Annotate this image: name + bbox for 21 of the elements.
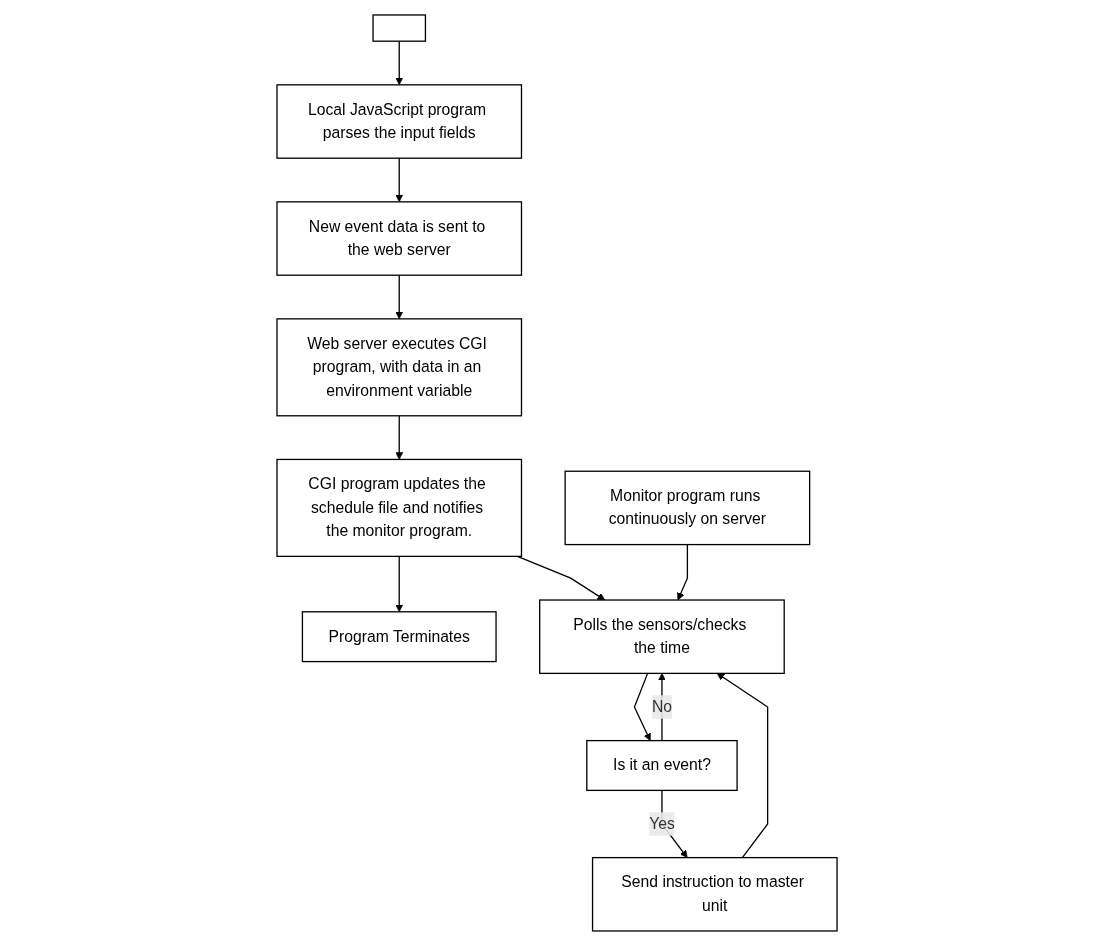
arrow	[677, 543, 689, 600]
node-box: Is it an event?	[586, 739, 738, 791]
edge-label: Yes	[649, 814, 675, 832]
node-box: Monitor program runs continuously on server	[564, 470, 811, 545]
arrow	[516, 555, 606, 600]
node-box: CGI program updates the schedule file and notifies the monitor program.	[276, 458, 523, 557]
node-box: Polls the sensors/checks the time	[539, 598, 785, 674]
arrow	[633, 672, 651, 741]
node-box	[372, 13, 427, 42]
node-box: Send instruction to master unit	[591, 856, 838, 932]
node-box: New event data is sent to the web server	[276, 200, 523, 276]
node-box: Web server executes CGI program, with data in an environment variable	[276, 317, 523, 416]
arrow	[395, 157, 404, 202]
node-box: Local JavaScript program parses the input fields	[276, 83, 523, 159]
edge-label: No	[651, 697, 672, 715]
arrow	[716, 672, 769, 858]
arrow	[395, 40, 404, 85]
node-box: Program Terminates	[301, 610, 497, 662]
arrow	[395, 414, 404, 460]
arrow	[395, 274, 404, 319]
arrow	[395, 555, 404, 612]
